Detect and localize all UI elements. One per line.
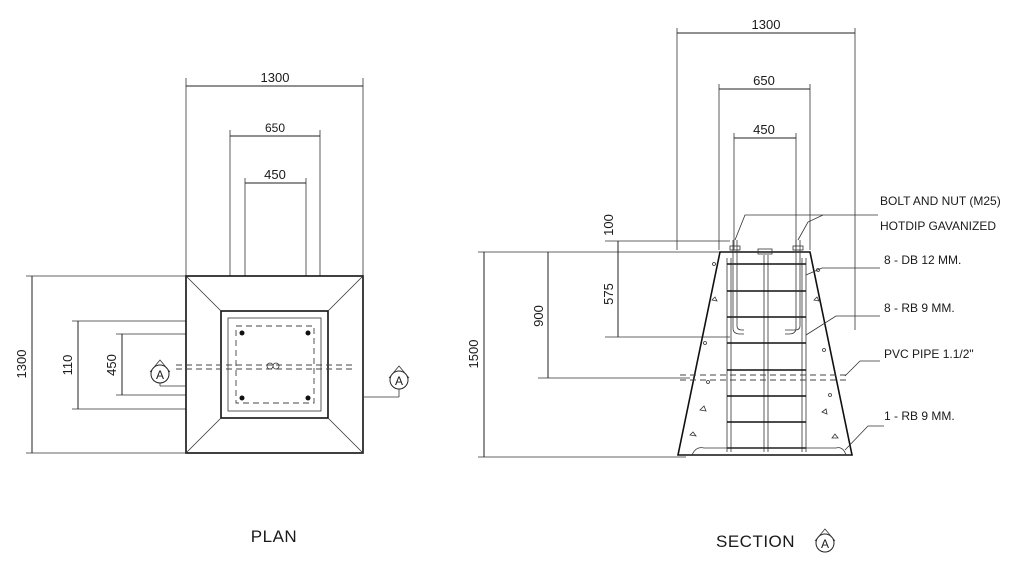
section-dim-575: 575 [601,283,616,305]
rebar-circle-icon [305,330,311,336]
section-dim-900: 900 [531,305,546,327]
section-view: 1300 650 450 100 575 900 [466,17,1001,553]
callout-db12: 8 - DB 12 MM. [884,253,961,267]
section-cut-arrow-icon: A [821,537,829,551]
section-callouts: BOLT AND NUT (M25) HOTDIP GAVANIZED 8 - … [734,194,1001,451]
section-dim-1500: 1500 [466,340,481,369]
section-footing [677,240,853,456]
section-dim-100: 100 [601,214,616,236]
plan-view: 1300 650 450 1300 110 450 [14,70,410,546]
plan-dim-450-top: 450 [264,167,286,182]
plan-footing [176,275,364,454]
callout-pvc: PVC PIPE 1.1/2" [884,347,974,361]
section-top-dimensions: 1300 650 450 [676,17,856,330]
plan-dim-110-left: 110 [60,355,75,376]
section-cut-arrow-icon: A [395,374,403,388]
rebar-circle-icon [239,330,245,336]
plan-title: PLAN [251,527,297,546]
plan-section-marker-left: A [149,359,186,387]
callout-bolt-line1: BOLT AND NUT (M25) [880,194,1001,208]
plan-dim-1300-left: 1300 [14,350,29,379]
callout-bolt-line2: HOTDIP GAVANIZED [880,219,996,233]
plan-left-dimensions: 1300 110 450 [14,275,186,454]
callout-rb9: 8 - RB 9 MM. [884,301,955,315]
section-cut-arrow-icon: A [156,368,164,382]
section-left-dimensions: 100 575 900 1500 [466,214,730,458]
section-dim-650-top: 650 [753,73,775,88]
plan-dim-650-top: 650 [265,121,285,135]
section-dim-1300-top: 1300 [752,17,781,32]
plan-dim-450-left: 450 [104,354,119,376]
rebar-circle-icon [305,395,311,401]
callout-rb9-single: 1 - RB 9 MM. [884,409,955,423]
section-dim-450-top: 450 [753,122,775,137]
plan-section-marker-right: A [363,365,410,398]
section-title: SECTION A [716,528,836,553]
plan-top-dimensions: 1300 650 450 [185,70,364,276]
plan-dim-1300-top: 1300 [261,70,290,85]
section-title-text: SECTION [716,532,795,551]
rebar-circle-icon [239,395,245,401]
